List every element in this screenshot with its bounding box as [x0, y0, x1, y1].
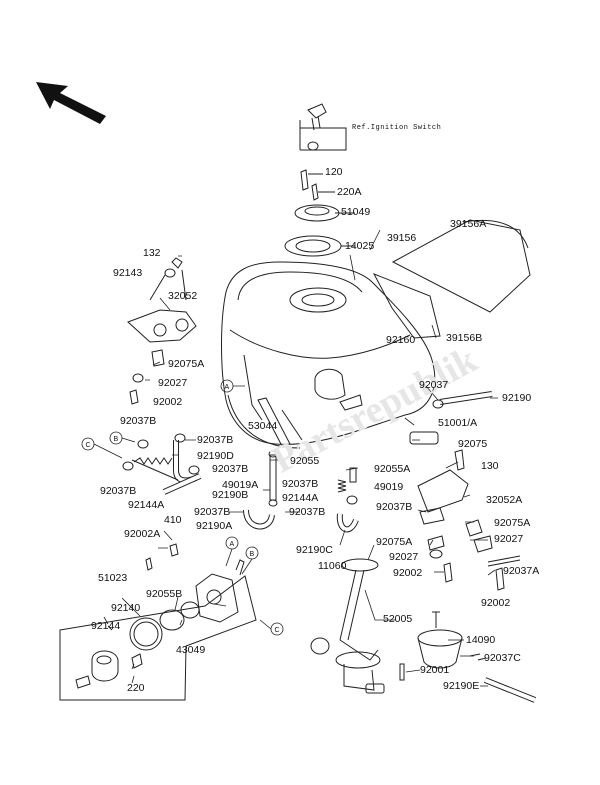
marker-a-2: A [230, 541, 235, 548]
fuel-sender-unit [310, 558, 405, 694]
label-92037B-e: 92037B [282, 478, 319, 490]
label-49019: 49019 [374, 481, 404, 493]
label-92002-right: 92002 [481, 597, 511, 609]
label-51049: 51049 [341, 206, 371, 218]
label-92027-right: 92027 [494, 533, 524, 545]
label-92037B-c: 92037B [212, 463, 249, 475]
bracket-32052 [127, 257, 197, 405]
fuel-tank [221, 261, 436, 449]
label-92055B: 92055B [146, 588, 183, 600]
label-92075: 92075 [458, 438, 488, 450]
label-92143: 92143 [113, 267, 143, 279]
label-92002-left: 92002 [153, 396, 183, 408]
label-92190E: 92190E [443, 680, 480, 692]
label-32052A: 32052A [486, 494, 523, 506]
label-92190C: 92190C [296, 544, 333, 556]
label-92075A-left: 92075A [168, 358, 205, 370]
label-53044: 53044 [248, 420, 278, 432]
label-51001A: 51001/A [438, 417, 478, 429]
ref-ignition-switch-note: Ref.Ignition Switch [352, 124, 442, 132]
label-14025: 14025 [345, 240, 375, 252]
label-92037A: 92037A [503, 565, 540, 577]
label-92037C: 92037C [484, 652, 521, 664]
label-92160: 92160 [386, 334, 416, 346]
label-92144: 92144 [91, 620, 121, 632]
label-39156A: 39156A [450, 218, 487, 230]
label-92037B-g: 92037B [289, 506, 326, 518]
label-92037B-h: 92037B [376, 501, 413, 513]
marker-b-1: B [114, 436, 119, 443]
leader-lines [103, 229, 498, 687]
label-410: 410 [164, 514, 182, 526]
side-cover-pads [372, 219, 531, 339]
label-92190: 92190 [502, 392, 532, 404]
label-220: 220 [127, 682, 145, 694]
center-fittings [268, 450, 359, 533]
label-14090: 14090 [466, 634, 496, 646]
label-39156B: 39156B [446, 332, 483, 344]
label-32052: 32052 [168, 290, 198, 302]
label-43049: 43049 [176, 644, 206, 656]
front-direction-arrow-icon [36, 82, 106, 124]
cup-14090 [417, 611, 537, 703]
label-92144A-left: 92144A [128, 499, 165, 511]
label-92027-center: 92027 [389, 551, 419, 563]
ignition-switch [299, 103, 347, 151]
label-92037B-f: 92037B [194, 506, 231, 518]
label-39156: 39156 [387, 232, 417, 244]
tank-strip-53044 [257, 397, 291, 447]
label-92002-center: 92002 [393, 567, 423, 579]
label-92037B-a: 92037B [120, 415, 157, 427]
label-92190A: 92190A [196, 520, 233, 532]
label-92075A-right: 92075A [494, 517, 531, 529]
label-92037B-d: 92037B [100, 485, 137, 497]
fuel-cock-assembly [59, 543, 257, 701]
label-92055A: 92055A [374, 463, 411, 475]
filler-cap-parts [284, 169, 355, 257]
left-hose-assembly [122, 433, 275, 530]
marker-c-1: C [86, 442, 91, 449]
label-92002A: 92002A [124, 528, 161, 540]
label-92037B-b: 92037B [197, 434, 234, 446]
label-220A: 220A [337, 186, 362, 198]
circle-callouts [81, 379, 284, 636]
label-49019A: 49019A [222, 479, 259, 491]
label-130: 130 [481, 460, 499, 472]
label-92037: 92037 [419, 379, 449, 391]
label-92144A-center: 92144A [282, 492, 319, 504]
label-92140: 92140 [111, 602, 141, 614]
label-132: 132 [143, 247, 161, 259]
label-92027-left: 92027 [158, 377, 188, 389]
label-52005: 52005 [383, 613, 413, 625]
label-51023: 51023 [98, 572, 128, 584]
label-92190B: 92190B [212, 489, 249, 501]
label-11060: 11060 [318, 560, 347, 572]
label-92055: 92055 [290, 455, 320, 467]
label-92075A-center: 92075A [376, 536, 413, 548]
marker-a-1: A [225, 384, 230, 391]
marker-b-2: B [250, 551, 255, 558]
label-120: 120 [325, 166, 343, 178]
label-92001: 92001 [420, 664, 450, 676]
marker-c-2: C [275, 627, 280, 634]
right-side-parts [409, 391, 521, 591]
label-92190D: 92190D [197, 450, 234, 462]
